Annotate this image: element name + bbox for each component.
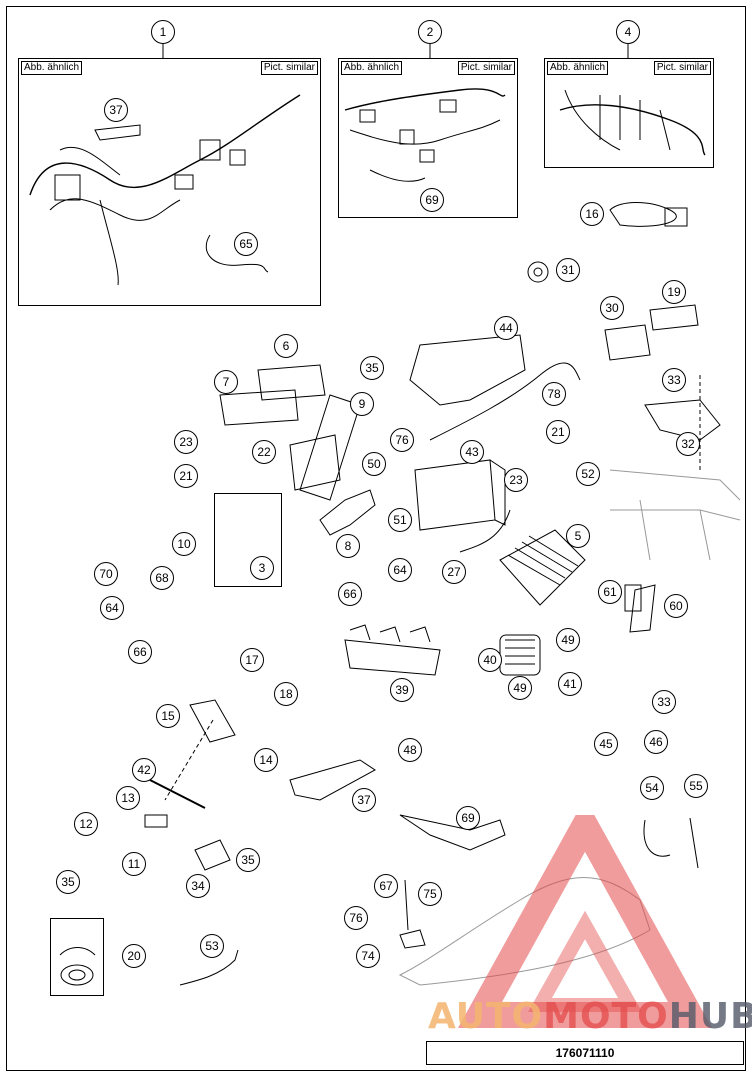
callout-41[interactable]: 41 xyxy=(558,672,582,696)
callout-27[interactable]: 27 xyxy=(442,560,466,584)
panel-tag-right: Pict. similar xyxy=(653,61,711,75)
callout-60[interactable]: 60 xyxy=(664,594,688,618)
callout-37-b[interactable]: 37 xyxy=(352,788,376,812)
callout-69-b[interactable]: 69 xyxy=(456,806,480,830)
callout-22[interactable]: 22 xyxy=(252,440,276,464)
callout-2[interactable]: 2 xyxy=(418,20,442,44)
callout-33-b[interactable]: 33 xyxy=(652,690,676,714)
callout-9[interactable]: 9 xyxy=(350,392,374,416)
callout-69[interactable]: 69 xyxy=(420,188,444,212)
callout-48[interactable]: 48 xyxy=(398,738,422,762)
callout-8[interactable]: 8 xyxy=(336,534,360,558)
callout-23-b[interactable]: 23 xyxy=(504,468,528,492)
callout-65[interactable]: 65 xyxy=(234,232,258,256)
callout-21[interactable]: 21 xyxy=(174,464,198,488)
callout-45[interactable]: 45 xyxy=(594,732,618,756)
callout-40[interactable]: 40 xyxy=(478,648,502,672)
callout-50[interactable]: 50 xyxy=(362,452,386,476)
watermark-hub: HUB xyxy=(668,996,752,1037)
callout-3[interactable]: 3 xyxy=(250,556,274,580)
callout-76-b[interactable]: 76 xyxy=(344,906,368,930)
callout-6[interactable]: 6 xyxy=(274,334,298,358)
callout-14[interactable]: 14 xyxy=(254,748,278,772)
callout-75[interactable]: 75 xyxy=(418,882,442,906)
panel-tag-left: Abb. ähnlich xyxy=(21,61,83,75)
callout-20[interactable]: 20 xyxy=(122,944,146,968)
callout-31[interactable]: 31 xyxy=(556,258,580,282)
callout-49[interactable]: 49 xyxy=(556,628,580,652)
callout-49-b[interactable]: 49 xyxy=(508,676,532,700)
callout-78[interactable]: 78 xyxy=(542,382,566,406)
drawing-part-number: 176071110 xyxy=(426,1041,744,1065)
drawing-frame xyxy=(6,6,746,1071)
callout-34[interactable]: 34 xyxy=(186,874,210,898)
callout-19[interactable]: 19 xyxy=(662,280,686,304)
watermark-text: AUTOMOTOHUB xyxy=(428,996,752,1037)
panel-horn xyxy=(50,918,104,996)
panel-harness-2: Abb. ähnlich Pict. similar xyxy=(338,58,518,218)
callout-64-b[interactable]: 64 xyxy=(100,596,124,620)
callout-17[interactable]: 17 xyxy=(240,648,264,672)
callout-1[interactable]: 1 xyxy=(151,20,175,44)
callout-13[interactable]: 13 xyxy=(116,786,140,810)
callout-46[interactable]: 46 xyxy=(644,730,668,754)
panel-tag-right: Pict. similar xyxy=(457,61,515,75)
callout-21-b[interactable]: 21 xyxy=(546,420,570,444)
callout-66[interactable]: 66 xyxy=(338,582,362,606)
callout-11[interactable]: 11 xyxy=(122,852,146,876)
callout-10[interactable]: 10 xyxy=(172,532,196,556)
callout-4[interactable]: 4 xyxy=(616,20,640,44)
callout-70[interactable]: 70 xyxy=(94,562,118,586)
callout-53[interactable]: 53 xyxy=(200,934,224,958)
callout-16[interactable]: 16 xyxy=(580,202,604,226)
callout-55[interactable]: 55 xyxy=(684,774,708,798)
callout-67[interactable]: 67 xyxy=(374,874,398,898)
watermark-moto: MOTO xyxy=(543,996,669,1037)
panel-harness-1: Abb. ähnlich Pict. similar xyxy=(18,58,321,306)
callout-66-b[interactable]: 66 xyxy=(128,640,152,664)
callout-37[interactable]: 37 xyxy=(104,98,128,122)
callout-18[interactable]: 18 xyxy=(274,682,298,706)
callout-44[interactable]: 44 xyxy=(494,316,518,340)
callout-32[interactable]: 32 xyxy=(676,432,700,456)
panel-harness-4: Abb. ähnlich Pict. similar xyxy=(544,58,714,168)
callout-76[interactable]: 76 xyxy=(390,428,414,452)
callout-68[interactable]: 68 xyxy=(150,566,174,590)
callout-35[interactable]: 35 xyxy=(360,356,384,380)
callout-52[interactable]: 52 xyxy=(576,462,600,486)
panel-tag-right: Pict. similar xyxy=(260,61,318,75)
watermark-auto: AUTO xyxy=(428,996,544,1037)
callout-15[interactable]: 15 xyxy=(156,704,180,728)
panel-tag-left: Abb. ähnlich xyxy=(341,61,403,75)
callout-42[interactable]: 42 xyxy=(132,758,156,782)
callout-23[interactable]: 23 xyxy=(174,430,198,454)
callout-74[interactable]: 74 xyxy=(356,944,380,968)
callout-43[interactable]: 43 xyxy=(460,440,484,464)
callout-54[interactable]: 54 xyxy=(640,776,664,800)
callout-7[interactable]: 7 xyxy=(214,370,238,394)
panel-tag-left: Abb. ähnlich xyxy=(547,61,609,75)
callout-51[interactable]: 51 xyxy=(388,508,412,532)
callout-39[interactable]: 39 xyxy=(390,678,414,702)
callout-64[interactable]: 64 xyxy=(388,558,412,582)
callout-33[interactable]: 33 xyxy=(662,368,686,392)
callout-30[interactable]: 30 xyxy=(600,296,624,320)
callout-35-b[interactable]: 35 xyxy=(236,848,260,872)
callout-12[interactable]: 12 xyxy=(74,812,98,836)
callout-61[interactable]: 61 xyxy=(598,580,622,604)
callout-35-c[interactable]: 35 xyxy=(56,870,80,894)
callout-5[interactable]: 5 xyxy=(566,524,590,548)
